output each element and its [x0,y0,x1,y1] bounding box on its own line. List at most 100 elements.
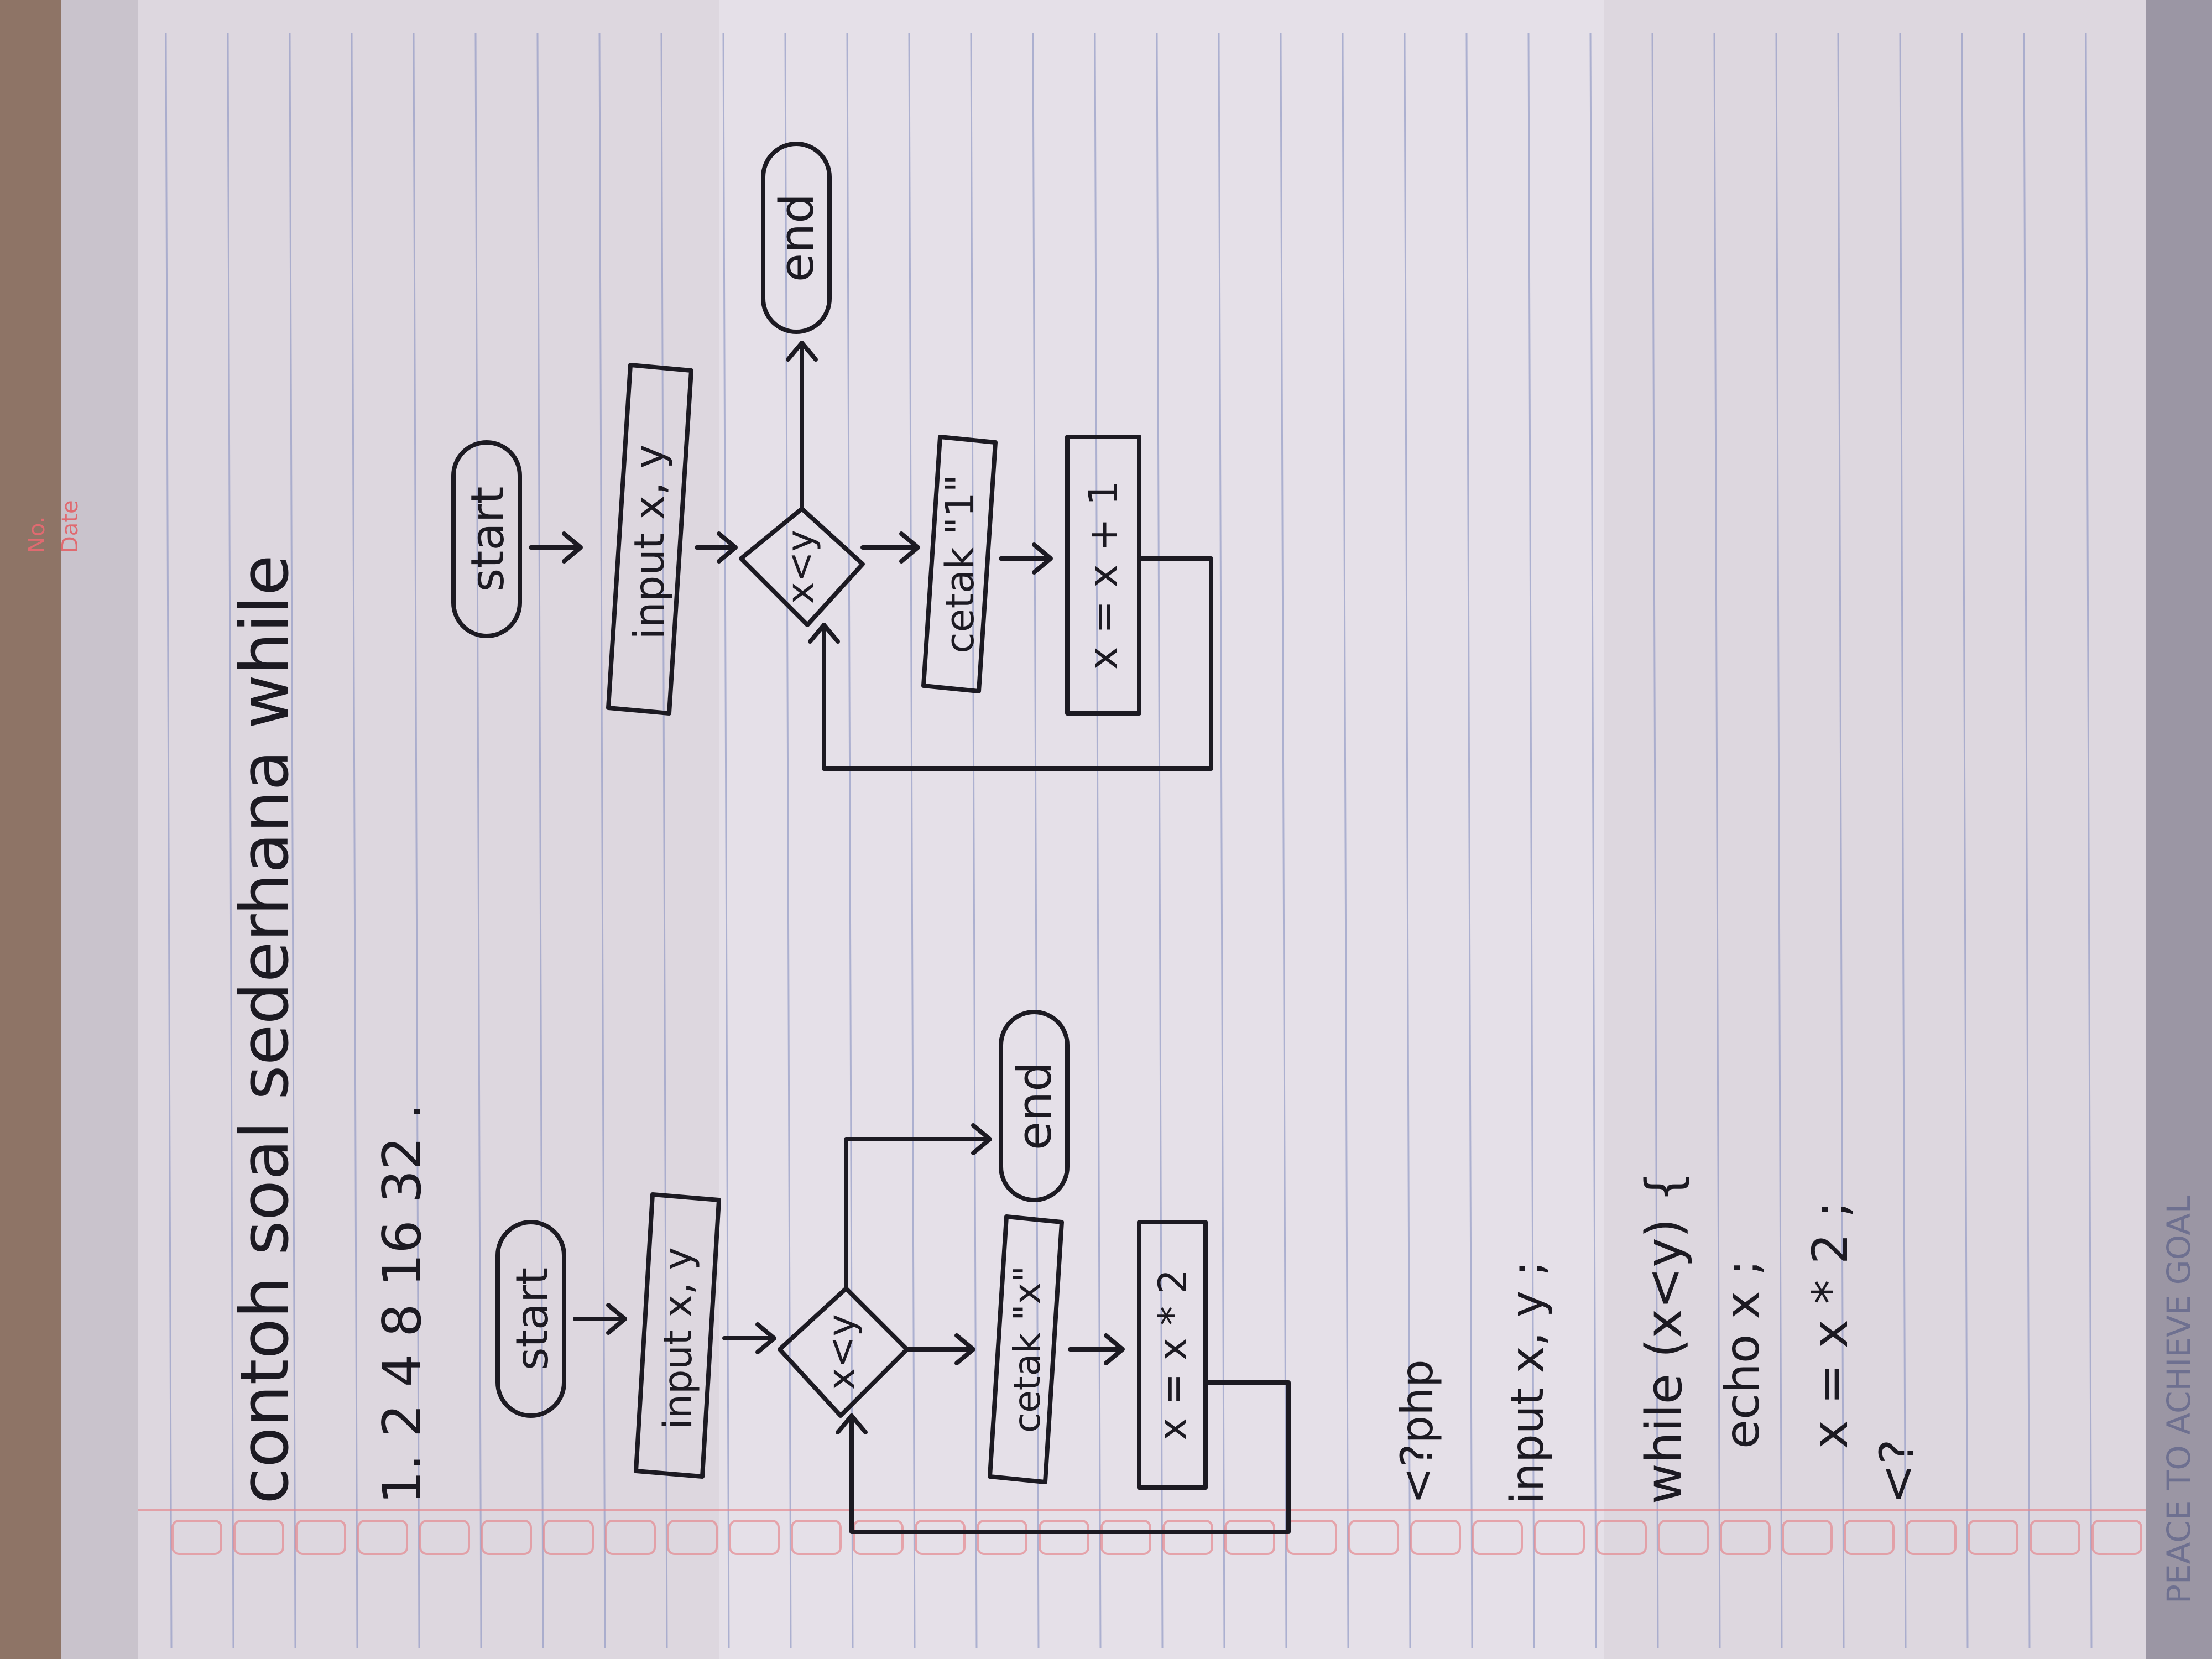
ruled-line [1713,33,1721,1648]
margin-box [1286,1520,1337,1555]
sequence: 1. 2 4 8 16 32 . [372,1103,433,1504]
ruled-line [413,33,420,1648]
ruled-line [2085,33,2093,1648]
margin-box [295,1520,346,1555]
page-edge-left [0,0,61,1659]
ruled-line [2023,33,2031,1648]
left-loop-line [849,1380,1291,1534]
left-start-label: start [507,1267,558,1370]
left-process-shape [1137,1220,1208,1490]
ruled-line [908,33,916,1648]
margin-box [853,1520,904,1555]
ruled-line [1837,33,1845,1648]
right-decision-label: x<y [779,530,822,603]
ruled-lines [165,33,2093,1648]
code-line-2: input x, y ; [1501,1261,1554,1504]
left-input-shape [634,1192,721,1479]
right-arrow-3 [860,531,920,564]
ruled-line [227,33,234,1648]
margin-box [1100,1520,1151,1555]
right-loop-line [822,556,1213,771]
margin-box [1039,1520,1089,1555]
margin-box [1596,1520,1647,1555]
margin-box [1906,1520,1957,1555]
ruled-line [1404,33,1411,1648]
margin-box [1410,1520,1461,1555]
ruled-line [165,33,173,1648]
margin-box [729,1520,780,1555]
right-decision-shape [739,507,865,627]
ruled-line [660,33,668,1648]
left-no-branch [844,1123,992,1291]
ruled-line [536,33,544,1648]
margin-box [605,1520,656,1555]
left-loop-arrowhead [836,1413,868,1434]
margin-box [233,1520,284,1555]
right-input-shape [606,363,693,716]
right-arrow-4 [999,542,1053,575]
margin-boxes [171,1520,2142,1555]
margin-box [1720,1520,1771,1555]
right-arrow-1 [529,531,583,564]
code-line-3: while (x<y) { [1635,1171,1693,1504]
ruled-line [1651,33,1659,1648]
margin-box [171,1520,222,1555]
ruled-line [1342,33,1349,1648]
margin-box [1162,1520,1213,1555]
ruled-line [1465,33,1473,1648]
margin-box [977,1520,1027,1555]
ruled-line [846,33,854,1648]
left-end-shape [999,1010,1070,1202]
ruled-line [289,33,296,1648]
margin-box [419,1520,470,1555]
margin-box [1844,1520,1895,1555]
ruled-line [351,33,358,1648]
ruled-line [1218,33,1225,1648]
ruled-line [722,33,730,1648]
margin-box [1534,1520,1585,1555]
left-output-label: cetak "x" [1006,1266,1048,1433]
page-gutter-shadow [61,0,138,1659]
margin-box [1968,1520,2018,1555]
right-start-shape [451,440,522,638]
right-arrow-2 [695,531,738,564]
right-end-shape [761,142,832,334]
left-end-label: end [1008,1062,1062,1150]
ruled-line [1094,33,1102,1648]
header-no: No. [24,517,50,553]
code-line-1: <?php [1391,1359,1443,1504]
right-output-shape [921,435,998,693]
right-start-label: start [462,487,514,592]
ruled-line [784,33,792,1648]
code-line-5: x = x * 2 ; [1802,1202,1859,1449]
margin-box [667,1520,718,1555]
code-line-6: <? [1870,1439,1925,1504]
margin-box [1348,1520,1399,1555]
margin-box [2091,1520,2142,1555]
ruled-line [970,33,978,1648]
page-edge-right [2146,0,2212,1659]
margin-box [1782,1520,1833,1555]
ruled-line [1280,33,1287,1648]
right-input-label: input x, y [625,444,674,639]
ruled-line [1961,33,1969,1648]
margin-box [915,1520,966,1555]
right-process-shape [1065,435,1141,716]
ruled-line [1589,33,1597,1648]
ruled-line [1156,33,1164,1648]
code-line-4: echo x ; [1715,1260,1770,1449]
right-output-label: cetak "1" [937,474,983,654]
ruled-line [1775,33,1783,1648]
right-no-branch [786,341,818,511]
left-output-shape [988,1214,1064,1484]
ruled-line [474,33,482,1648]
margin-box [1224,1520,1275,1555]
title: contoh soal sederhana while [227,555,304,1504]
ruled-line [1527,33,1535,1648]
left-process-label: x = x * 2 [1150,1269,1196,1441]
ruled-line [1899,33,1907,1648]
flowchart-left: start input x, y x<y cetak "x" x = x * 2… [495,1010,1291,1534]
margin-box [481,1520,532,1555]
margin-box [357,1520,408,1555]
